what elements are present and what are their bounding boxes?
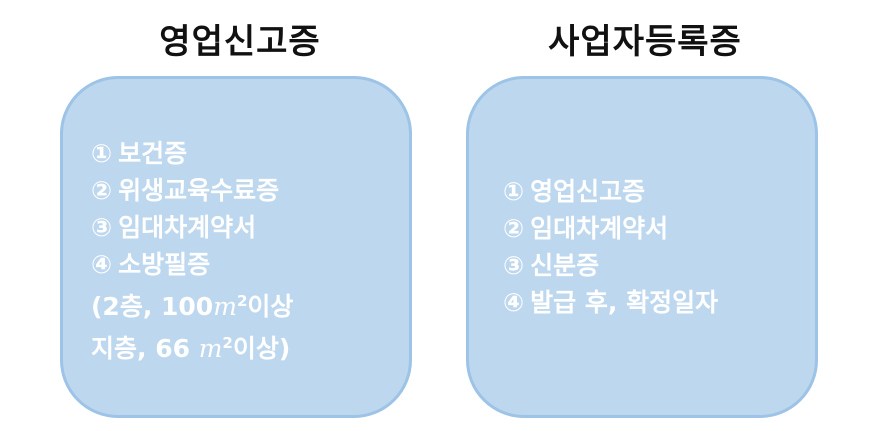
left-title: 영업신고증: [159, 22, 321, 62]
item-text: 임대차계약서: [118, 213, 257, 242]
item-number: ①: [503, 177, 525, 206]
item-number: ④: [503, 288, 525, 317]
right-title: 사업자등록증: [548, 22, 742, 62]
item-number: ②: [503, 214, 525, 243]
item-text: 위생교육수료증: [118, 176, 280, 205]
note-text: 이상: [247, 292, 294, 321]
item-number: ①: [91, 139, 113, 168]
note-text: 지층, 66: [91, 334, 199, 363]
item-number: ③: [91, 213, 113, 242]
note-text: (2층, 100: [91, 292, 214, 321]
item-text: 영업신고증: [530, 177, 646, 206]
item-text: 보건증: [118, 139, 188, 168]
unit-m: m: [198, 334, 223, 363]
unit-exponent: 2: [222, 334, 233, 352]
note-text: 이상): [232, 334, 291, 363]
item-number: ②: [91, 176, 113, 205]
unit-m: m: [213, 292, 237, 321]
unit-exponent: 2: [236, 292, 248, 310]
item-text: 소방필증: [118, 250, 211, 279]
item-number: ③: [503, 251, 525, 280]
item-text: 임대차계약서: [530, 214, 669, 243]
note-line-2: 지층, 66 m2이상): [91, 325, 293, 367]
item-text: 신분증: [530, 251, 600, 280]
item-text: 발급 후, 확정일자: [530, 288, 719, 317]
item-number: ④: [91, 250, 113, 279]
note-line-1: (2층, 100m2이상: [91, 283, 293, 325]
